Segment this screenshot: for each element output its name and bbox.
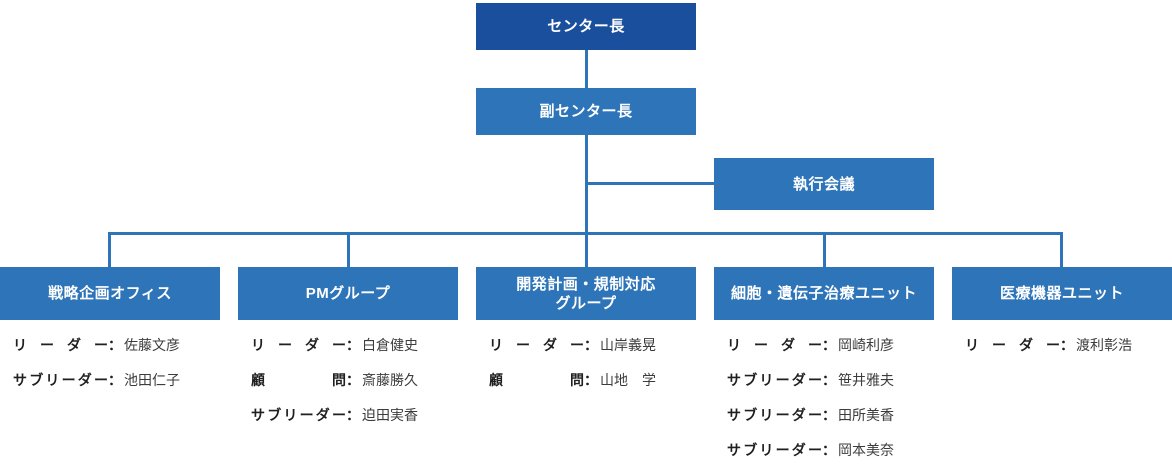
connector-drop-group-4	[823, 232, 826, 267]
colon-separator: ：	[346, 337, 360, 353]
member-row: リーダー：佐藤文彦	[13, 335, 223, 355]
member-row: サブリーダー：池田仁子	[13, 370, 223, 390]
member-role: サブリーダー	[13, 372, 108, 388]
group-box-strategic-planning-office: 戦略企画オフィス	[0, 267, 220, 320]
group-label: 細胞・遺伝子治療ユニット	[730, 285, 917, 302]
colon-separator: ：	[108, 372, 122, 388]
colon-separator: ：	[346, 407, 360, 423]
connector-root-to-deputy	[585, 50, 588, 88]
member-row: 顧問：山地 学	[489, 370, 699, 390]
group-box-dev-planning-regulatory-group: 開発計画・規制対応 グループ	[476, 267, 696, 320]
group-box-cell-gene-therapy-unit: 細胞・遺伝子治療ユニット	[714, 267, 934, 320]
colon-separator: ：	[822, 372, 836, 388]
member-role: サブリーダー	[727, 407, 822, 423]
connector-to-executive-meeting	[586, 182, 714, 185]
group-label-line-2: グループ	[555, 294, 617, 312]
colon-separator: ：	[822, 407, 836, 423]
member-list-dev-planning-regulatory-group: リーダー：山岸義晃 顧問：山地 学	[489, 335, 699, 405]
group-box-pm-group: PMグループ	[238, 267, 458, 320]
member-role: リーダー	[13, 337, 108, 353]
group-label: 医療機器ユニット	[999, 285, 1124, 302]
member-role: 顧問	[251, 372, 346, 388]
member-row: サブリーダー：田所美香	[727, 405, 937, 425]
member-row: リーダー：渡利彰浩	[965, 335, 1172, 355]
member-list-medical-device-unit: リーダー：渡利彰浩	[965, 335, 1172, 370]
connector-drop-group-5	[1060, 232, 1063, 267]
colon-separator: ：	[822, 442, 836, 458]
colon-separator: ：	[584, 372, 598, 388]
connector-drop-group-2	[347, 232, 350, 267]
member-row: サブリーダー：笹井雅夫	[727, 370, 937, 390]
member-role: サブリーダー	[727, 372, 822, 388]
group-label: PMグループ	[305, 285, 391, 302]
member-name: 山岸義晃	[600, 337, 656, 353]
center-director-label: センター長	[547, 18, 625, 35]
center-director-box: センター長	[476, 3, 696, 50]
member-name: 田所美香	[838, 407, 894, 423]
colon-separator: ：	[108, 337, 122, 353]
member-list-cell-gene-therapy-unit: リーダー：岡崎利彦 サブリーダー：笹井雅夫 サブリーダー：田所美香 サブリーダー…	[727, 335, 937, 469]
colon-separator: ：	[584, 337, 598, 353]
connector-distribution-bar	[108, 232, 1063, 235]
member-name: 岡崎利彦	[838, 337, 894, 353]
colon-separator: ：	[346, 372, 360, 388]
member-role: リーダー	[489, 337, 584, 353]
member-row: 顧問：斎藤勝久	[251, 370, 461, 390]
deputy-director-box: 副センター長	[476, 88, 696, 135]
colon-separator: ：	[1060, 337, 1074, 353]
member-role: リーダー	[251, 337, 346, 353]
member-name: 山地 学	[600, 372, 656, 388]
member-name: 笹井雅夫	[838, 372, 894, 388]
group-label: 戦略企画オフィス	[48, 285, 172, 302]
connector-deputy-to-groups	[585, 135, 588, 267]
member-list-pm-group: リーダー：白倉健史 顧問：斎藤勝久 サブリーダー：迫田実香	[251, 335, 461, 440]
member-name: 佐藤文彦	[124, 337, 180, 353]
member-role: サブリーダー	[251, 407, 346, 423]
member-role: リーダー	[965, 337, 1060, 353]
group-label-line-1: 開発計画・規制対応	[516, 275, 656, 293]
member-row: リーダー：白倉健史	[251, 335, 461, 355]
member-name: 渡利彰浩	[1076, 337, 1132, 353]
member-row: サブリーダー：迫田実香	[251, 405, 461, 425]
member-role: リーダー	[727, 337, 822, 353]
executive-meeting-box: 執行会議	[714, 158, 934, 210]
member-name: 迫田実香	[362, 407, 418, 423]
connector-drop-group-1	[108, 232, 111, 267]
member-role: サブリーダー	[727, 442, 822, 458]
member-name: 岡本美奈	[838, 442, 894, 458]
colon-separator: ：	[822, 337, 836, 353]
member-name: 池田仁子	[124, 372, 180, 388]
member-row: リーダー：岡崎利彦	[727, 335, 937, 355]
group-box-medical-device-unit: 医療機器ユニット	[952, 267, 1172, 320]
deputy-director-label: 副センター長	[539, 103, 633, 120]
member-name: 斎藤勝久	[362, 372, 418, 388]
member-list-strategic-planning-office: リーダー：佐藤文彦 サブリーダー：池田仁子	[13, 335, 223, 405]
member-row: サブリーダー：岡本美奈	[727, 440, 937, 460]
member-name: 白倉健史	[362, 337, 418, 353]
member-role: 顧問	[489, 372, 584, 388]
executive-meeting-label: 執行会議	[792, 175, 855, 193]
member-row: リーダー：山岸義晃	[489, 335, 699, 355]
